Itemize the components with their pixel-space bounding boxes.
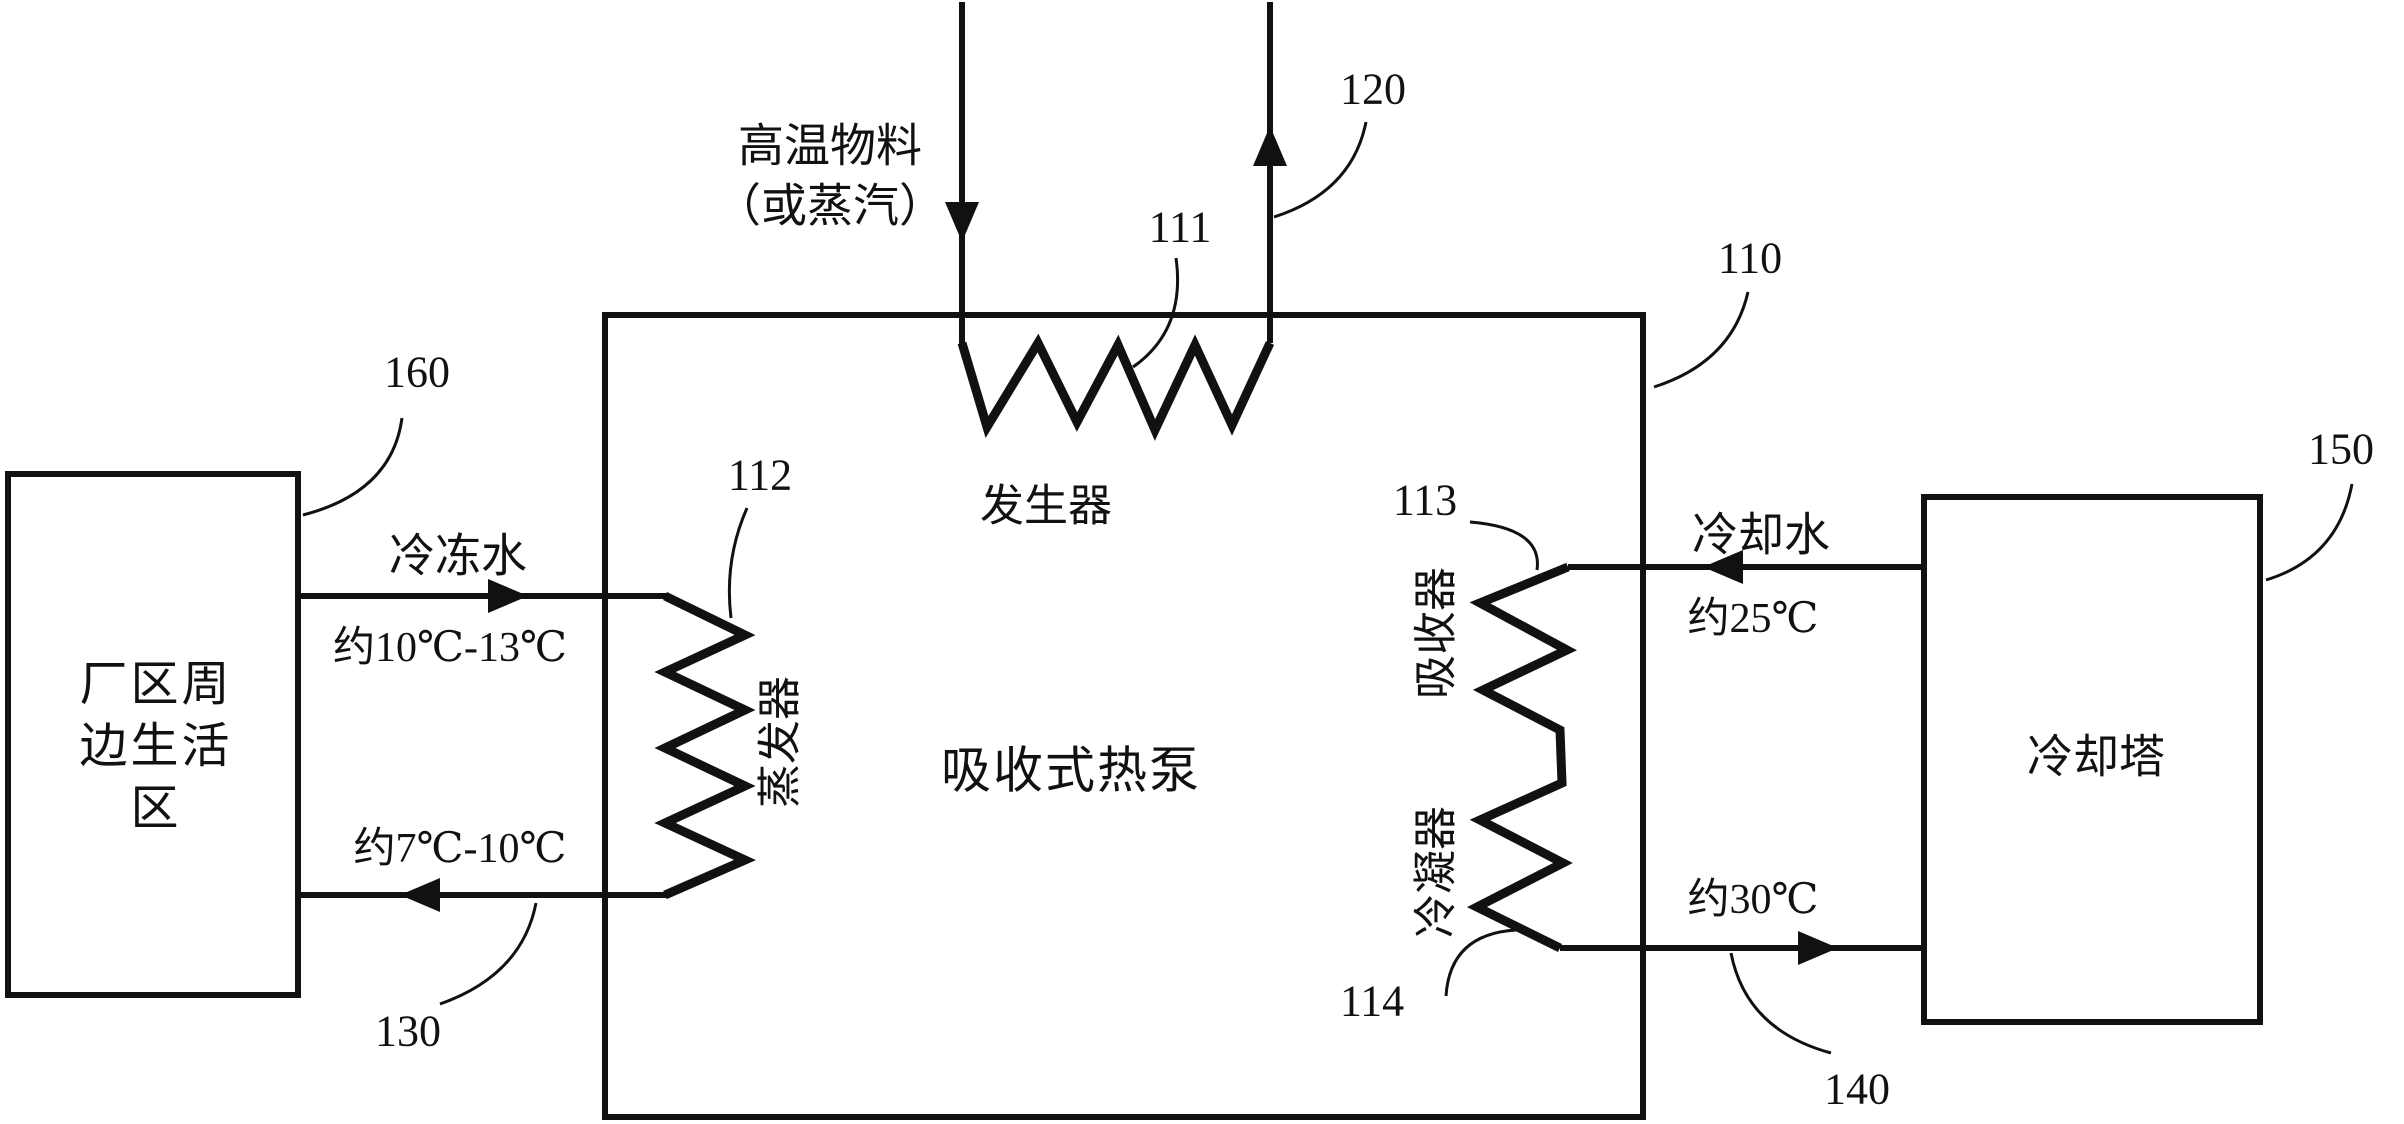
cooling-water-label: 冷却水 <box>1692 509 1830 561</box>
ref-110: 110 <box>1717 233 1783 283</box>
ref-130: 130 <box>375 1006 441 1056</box>
living-area-label-line2: 边生活 <box>79 720 233 773</box>
ref-114: 114 <box>1339 976 1405 1026</box>
evaporator-label: 蒸发器 <box>755 676 805 808</box>
leader-150 <box>2265 483 2354 582</box>
heat-pump-label: 吸收式热泵 <box>941 742 1201 799</box>
living-area-box <box>5 471 301 998</box>
cooling-water-inlet-temp: 约25℃ <box>1687 595 1819 642</box>
absorber-label: 吸收器 <box>1411 567 1461 699</box>
ref-140: 140 <box>1824 1064 1890 1114</box>
heat-pump-box <box>602 312 1646 1120</box>
cooling-tower-box <box>1921 494 2263 1025</box>
leader-160 <box>302 417 404 517</box>
arrow-right-icon <box>488 579 528 613</box>
chilled-water-return-temp: 约7℃-10℃ <box>353 825 567 872</box>
living-area-label-line3: 区 <box>130 782 182 835</box>
heat-source-label-line1: 高温物料 <box>738 120 922 172</box>
leader-140 <box>1729 952 1832 1055</box>
living-area-label-line1: 厂区周 <box>79 658 233 711</box>
condenser-label: 冷凝器 <box>1411 806 1461 938</box>
leader-112 <box>727 507 749 619</box>
chilled-water-label: 冷冻水 <box>389 530 527 582</box>
arrow-left-icon <box>1703 550 1743 584</box>
leader-110 <box>1653 291 1750 389</box>
evaporator-coil <box>654 591 756 900</box>
living-area-label: 厂区周 边生活 区 <box>79 654 232 840</box>
ref-113: 113 <box>1392 475 1458 525</box>
ref-160: 160 <box>384 347 450 397</box>
ref-120: 120 <box>1340 64 1406 114</box>
arrow-left-icon <box>400 878 440 912</box>
cooling-water-outlet-temp: 约30℃ <box>1687 876 1819 923</box>
heat-source-label-line2: （或蒸汽） <box>715 180 945 232</box>
ref-150: 150 <box>2308 424 2374 474</box>
leader-111 <box>1132 257 1180 369</box>
absorber-condenser-coil <box>1466 562 1577 953</box>
generator-coil <box>957 333 1275 441</box>
arrow-up-icon <box>1253 126 1287 166</box>
arrow-right-icon <box>1798 931 1838 965</box>
generator-label: 发生器 <box>980 481 1112 531</box>
cooling-tower-label: 冷却塔 <box>2027 731 2165 783</box>
leader-113 <box>1469 520 1539 571</box>
arrow-down-icon <box>945 202 979 242</box>
ref-111: 111 <box>1148 202 1212 252</box>
ref-112: 112 <box>727 450 793 500</box>
chilled-water-supply-temp: 约10℃-13℃ <box>333 624 567 671</box>
leader-114 <box>1444 928 1517 997</box>
leader-120 <box>1273 121 1368 219</box>
leader-130 <box>439 902 538 1006</box>
